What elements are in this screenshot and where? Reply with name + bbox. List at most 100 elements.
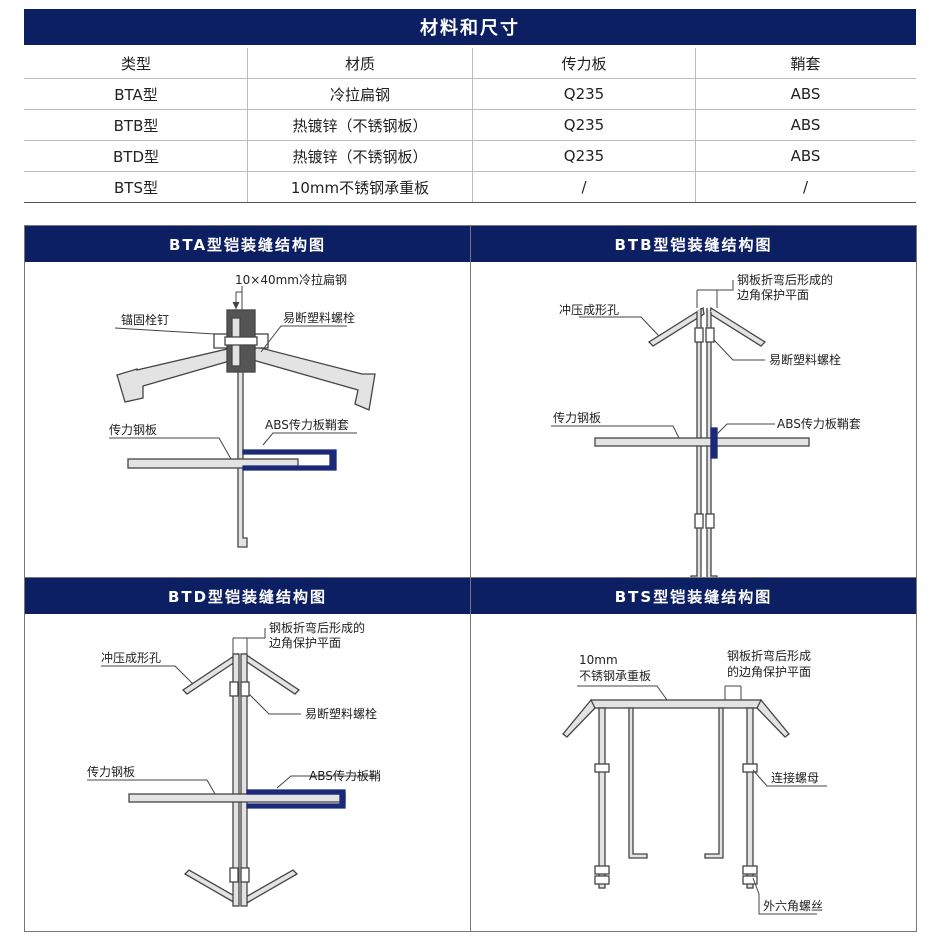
table-row: BTD型 热镀锌（不锈钢板） Q235 ABS — [24, 140, 916, 172]
bta-diagram: 10×40mm冷拉扁钢 锚固栓钉 易断塑料螺栓 传力钢板 ABS传力板鞘套 — [109, 272, 376, 548]
column-header: 鞘套 — [695, 48, 916, 79]
label-anchor-bolt: 锚固栓钉 — [121, 312, 169, 327]
top-bolt-left — [229, 681, 239, 697]
label-breakable-bolt: 易断塑料螺栓 — [283, 310, 355, 325]
breakable-bolt-leader — [260, 325, 347, 353]
table-cell: Q235 — [472, 109, 696, 141]
right-nut-lower-2 — [742, 875, 758, 885]
table-cell: 热镀锌（不锈钢板） — [247, 109, 473, 141]
bent-plate-leader — [696, 280, 734, 308]
flat-steel-leader — [235, 286, 243, 310]
left-bolt-rod — [598, 707, 606, 889]
label-breakable-bolt: 易断塑料螺栓 — [769, 352, 841, 367]
bearing-plate-leader — [577, 685, 668, 701]
table-cell: BTB型 — [24, 109, 248, 141]
vertical-plate-right — [240, 653, 248, 907]
bottom-bolt-left — [229, 867, 239, 883]
right-anchor-hook — [704, 707, 724, 859]
bottom-bolt-right — [240, 867, 250, 883]
dowel-plate-leader — [87, 779, 216, 795]
label-bent-plate-2: 边角保护平面 — [737, 288, 809, 302]
table-cell: ABS — [695, 78, 916, 110]
bts-diagram: 10mm 不锈钢承重板 钢板折弯后形成 的边角保护平面 连接螺母 外六角螺丝 — [562, 648, 827, 915]
left-angle-wing — [562, 698, 596, 738]
top-bolt-right — [705, 327, 715, 343]
left-nut-upper — [594, 763, 610, 773]
btd-panel-title: BTD型铠装缝结构图 — [25, 578, 470, 614]
label-bent-plate-2: 的边角保护平面 — [727, 664, 811, 679]
table-header-row: 类型 材质 传力板 鞘套 — [24, 48, 916, 79]
bts-panel: BTS型铠装缝结构图 10mm — [470, 577, 917, 932]
label-punched-hole: 冲压成形孔 — [559, 302, 619, 317]
label-bent-plate-1: 钢板折弯后形成 — [727, 648, 811, 663]
top-bolt-left — [694, 327, 704, 343]
bent-plate-leader — [724, 685, 742, 700]
table-cell: Q235 — [472, 78, 696, 110]
btb-panel-title: BTB型铠装缝结构图 — [471, 226, 916, 262]
top-bolt-right — [240, 681, 250, 697]
left-wing — [647, 306, 705, 347]
label-abs-sleeve: ABS传力板鞘套 — [265, 417, 349, 432]
label-breakable-bolt: 易断塑料螺栓 — [305, 706, 377, 721]
label-hex-bolt: 外六角螺丝 — [763, 899, 823, 913]
breakable-bolt-leader — [248, 693, 301, 715]
punched-hole-leader — [101, 665, 194, 685]
table-cell: 10mm不锈钢承重板 — [247, 171, 473, 203]
bottom-right-wing — [243, 869, 299, 906]
label-dowel-plate: 传力钢板 — [109, 422, 157, 437]
bent-plate-leader — [232, 628, 266, 654]
table-cell: BTA型 — [24, 78, 248, 110]
left-anchor-arm — [116, 345, 241, 403]
label-bearing-plate-1: 10mm — [579, 653, 618, 667]
table-cell: / — [695, 171, 916, 203]
label-bearing-plate-2: 不锈钢承重板 — [579, 669, 651, 683]
label-nut: 连接螺母 — [771, 770, 819, 785]
btd-panel: BTD型铠装缝结构图 钢 — [24, 577, 471, 932]
table-cell: / — [472, 171, 696, 203]
table-row: BTS型 10mm不锈钢承重板 / / — [24, 171, 916, 203]
table-row: BTB型 热镀锌（不锈钢板） Q235 ABS — [24, 109, 916, 141]
bta-panel: BTA型铠装缝结构图 — [24, 225, 471, 578]
label-abs-sleeve: ABS传力板鞘套 — [777, 416, 861, 431]
abs-sleeve-leader — [276, 775, 377, 789]
dowel-plate — [594, 437, 810, 447]
column-header: 传力板 — [472, 48, 696, 79]
label-bent-plate-1: 钢板折弯后形成的 — [269, 620, 365, 635]
nut-leader — [752, 769, 827, 787]
table-cell: BTS型 — [24, 171, 248, 203]
left-nut-lower-2 — [594, 875, 610, 885]
anchor-bolt-leader — [114, 327, 216, 335]
bearing-plate — [590, 699, 762, 709]
vertical-plate-right — [706, 308, 718, 577]
abs-sleeve — [710, 427, 718, 459]
vertical-plate-left — [690, 308, 702, 577]
table-cell: 冷拉扁钢 — [247, 78, 473, 110]
dowel-plate — [127, 458, 299, 469]
left-nut-lower-1 — [594, 865, 610, 875]
top-right-wing — [243, 652, 301, 695]
right-nut-upper — [742, 763, 758, 773]
table-cell: ABS — [695, 140, 916, 172]
bta-panel-title: BTA型铠装缝结构图 — [25, 226, 470, 262]
label-dowel-plate: 传力钢板 — [87, 764, 135, 779]
dowel-plate — [128, 793, 346, 803]
btd-diagram: 钢板折弯后形成的 边角保护平面 冲压成形孔 易断塑料螺栓 传力钢板 ABS传力板… — [87, 620, 381, 907]
bolt-shank — [224, 336, 258, 346]
table-cell: BTD型 — [24, 140, 248, 172]
arrow-head — [232, 301, 240, 310]
label-abs-sleeve: ABS传力板鞘 — [309, 768, 381, 783]
bottom-bolt-left — [694, 513, 704, 529]
right-bolt-rod — [746, 707, 754, 889]
hex-bolt-leader — [752, 877, 817, 915]
abs-sleeve — [242, 449, 337, 471]
page-title: 材料和尺寸 — [24, 9, 916, 45]
abs-sleeve — [246, 789, 346, 809]
abs-sleeve-leader — [716, 423, 775, 435]
column-header: 类型 — [24, 48, 248, 79]
right-nut-lower-1 — [742, 865, 758, 875]
right-anchor-arm — [252, 345, 376, 411]
table-cell: 热镀锌（不锈钢板） — [247, 140, 473, 172]
label-punched-hole: 冲压成形孔 — [101, 650, 161, 665]
breakable-bolt-leader — [713, 339, 765, 361]
btb-diagram: 钢板折弯后形成的 边角保护平面 冲压成形孔 易断塑料螺栓 传力钢板 ABS传力板… — [551, 272, 861, 577]
